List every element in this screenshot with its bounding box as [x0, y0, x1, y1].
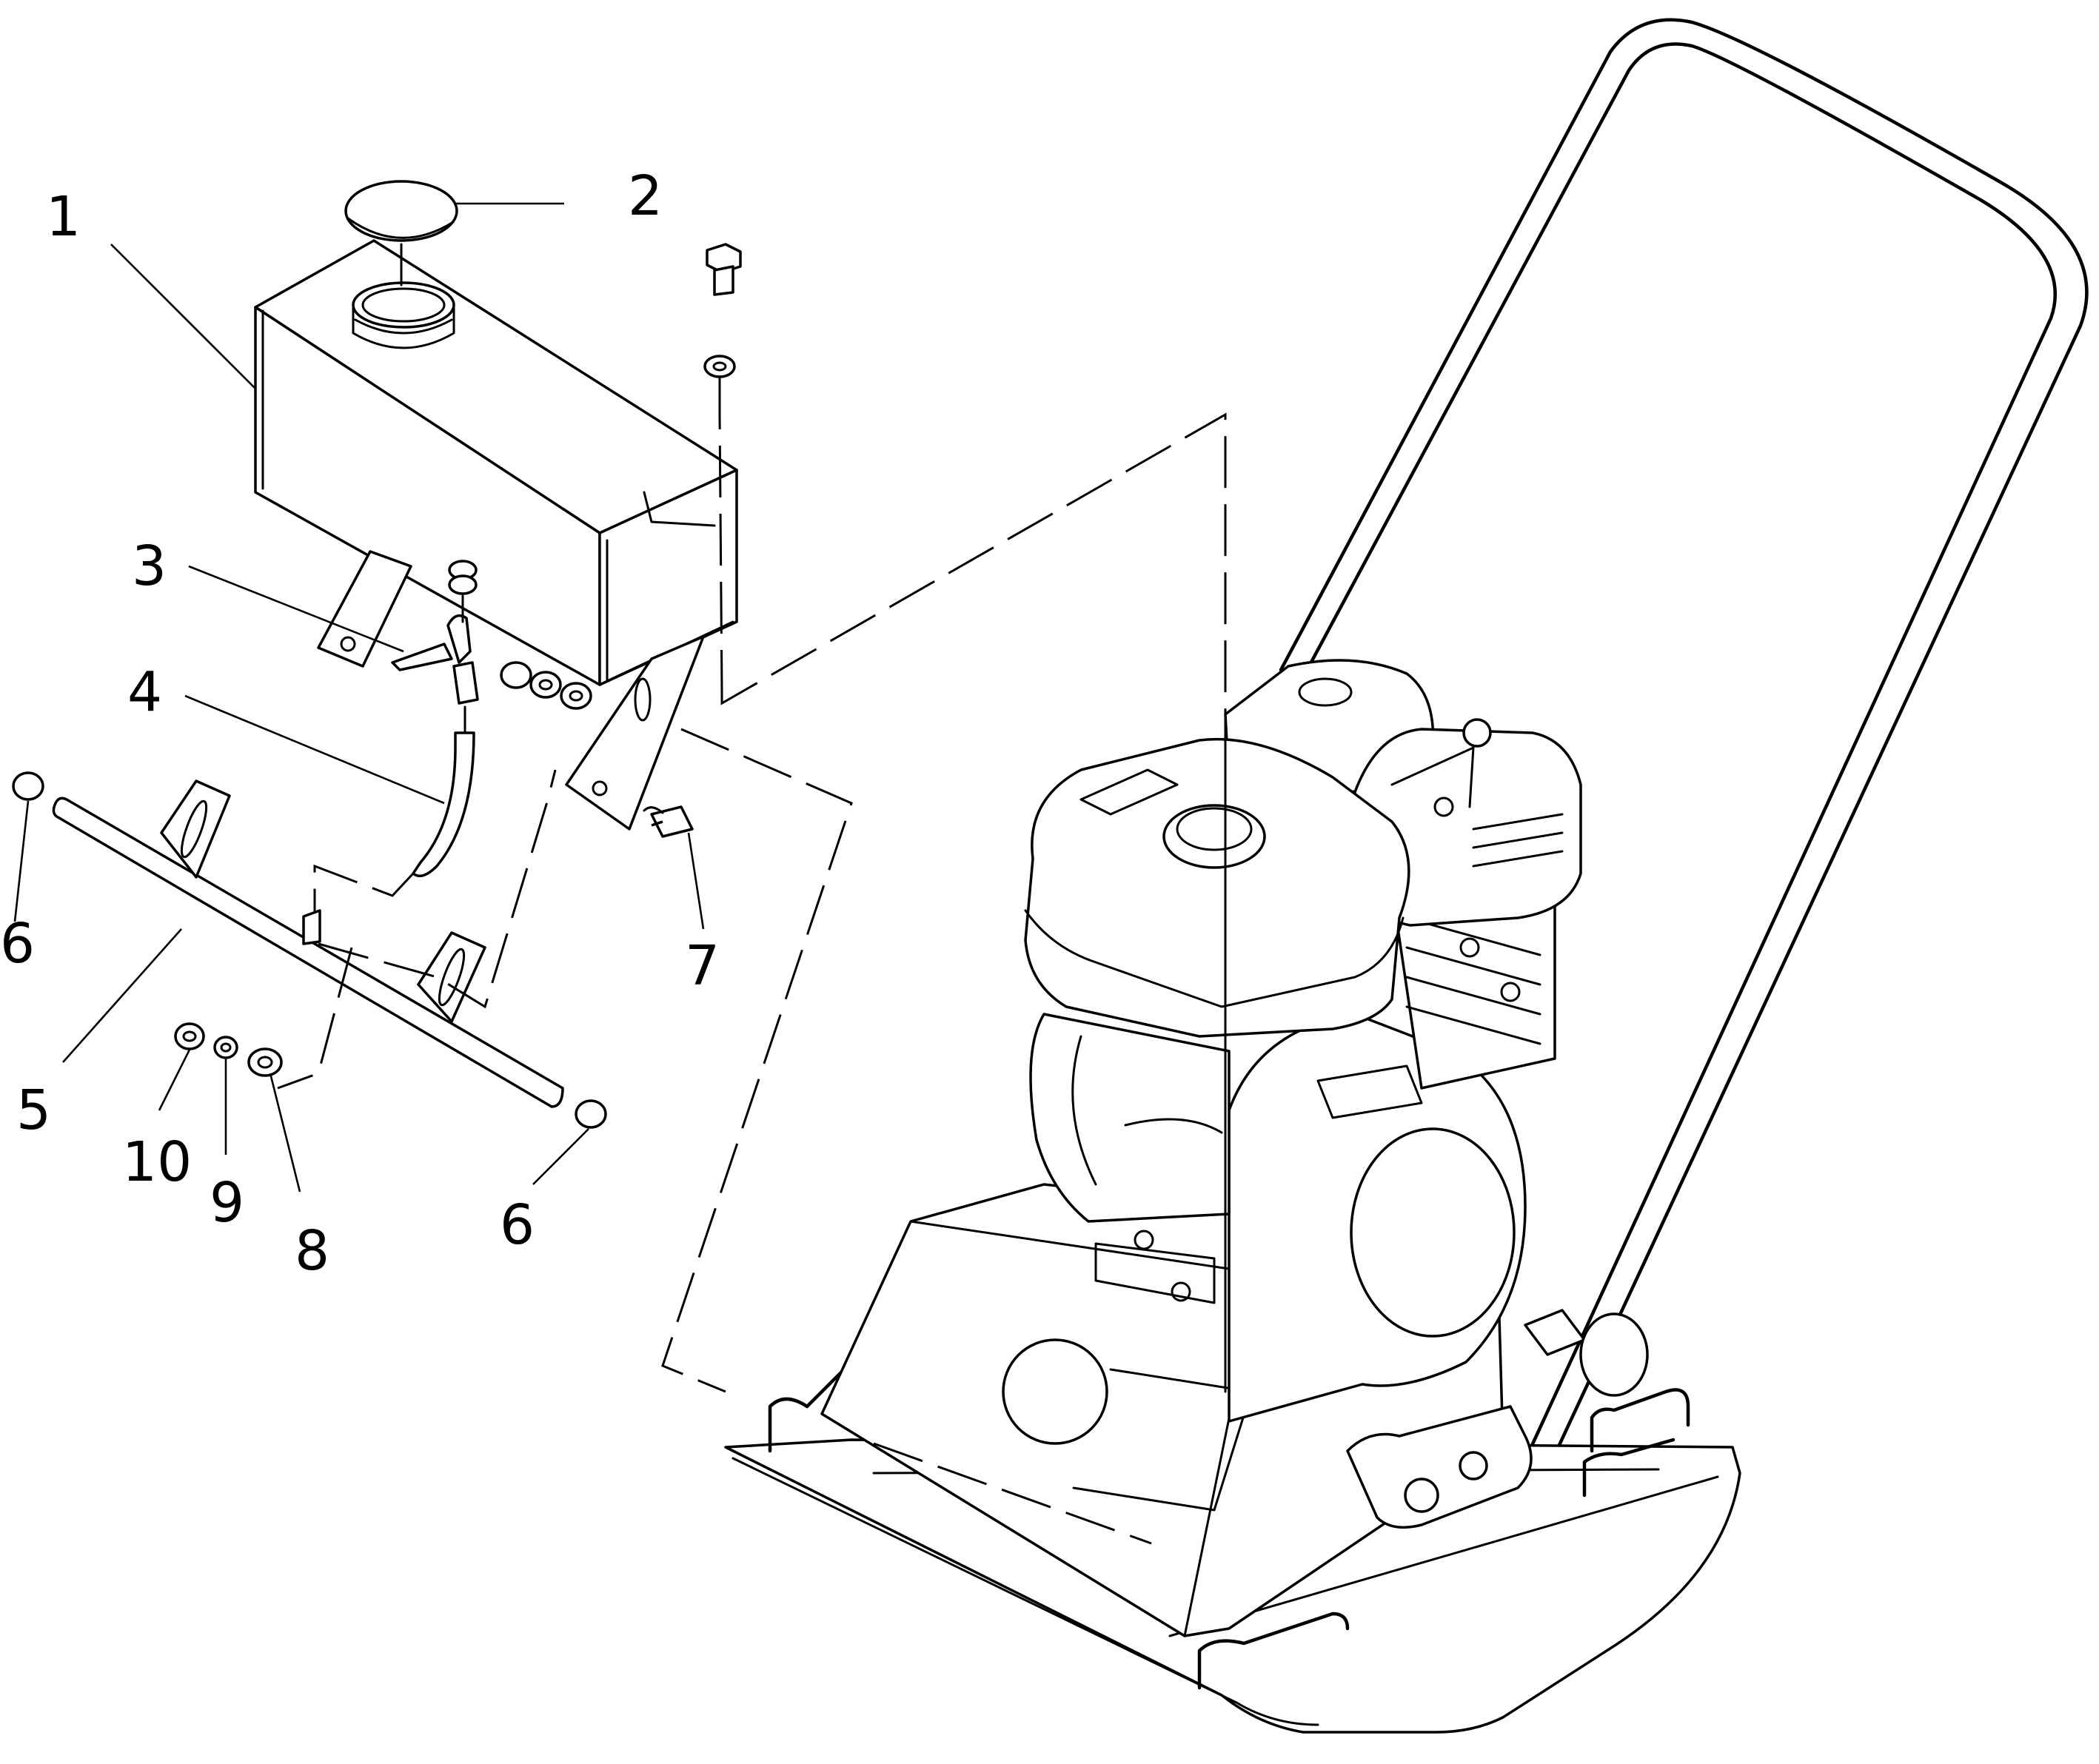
recoil-starter — [1353, 718, 1582, 927]
callout-5: 5 — [16, 1079, 51, 1142]
callout-1: 1 — [46, 185, 81, 249]
spray-bar — [52, 769, 564, 1108]
flat-washer — [247, 1047, 283, 1077]
callout-3: 3 — [132, 534, 167, 598]
callout-4: 4 — [127, 660, 162, 724]
handle-pivot-bracket — [1346, 1309, 1649, 1529]
leader-lines — [13, 202, 705, 1193]
assembly-dashed-lines — [661, 412, 1227, 1545]
callout-8: 8 — [295, 1219, 329, 1283]
filler-cap — [344, 180, 458, 242]
mounting-bolt — [643, 805, 694, 838]
hex-nut — [174, 1022, 205, 1050]
operator-handle — [1279, 18, 2089, 1457]
plate-compactor-machine — [724, 18, 2089, 1734]
callout-6-left: 6 — [0, 912, 35, 976]
lock-washer — [213, 1036, 238, 1059]
callout-numbers: 1 2 3 4 5 6 6 7 8 9 10 — [0, 164, 720, 1283]
top-bolt-and-washer — [703, 243, 742, 693]
tank-nuts — [500, 661, 592, 710]
callout-6-right: 6 — [500, 1193, 535, 1257]
end-cap-right — [575, 1099, 607, 1129]
callout-7: 7 — [685, 934, 720, 998]
callout-10: 10 — [122, 1130, 192, 1194]
callout-9: 9 — [210, 1171, 244, 1235]
engine-crankcase — [1029, 1013, 1231, 1304]
end-cap-left — [12, 771, 44, 801]
water-hose — [313, 705, 475, 918]
callout-2: 2 — [628, 164, 663, 228]
belt-guard — [1228, 1013, 1527, 1423]
engine-fuel-tank — [1024, 737, 1410, 1038]
drain-cock — [391, 560, 479, 705]
water-tank — [254, 239, 738, 831]
